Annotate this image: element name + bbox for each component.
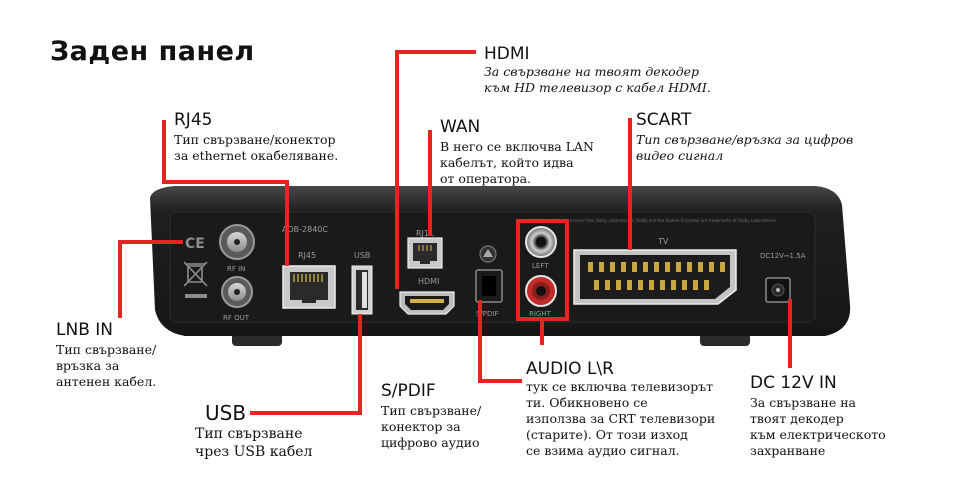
rca-left-port [525, 226, 557, 258]
rj45-port-label: RJ45 [298, 251, 316, 260]
hdmi-callout-desc-line: към HD телевизор с кабел HDMI. [484, 80, 711, 95]
spdif-callout-desc-line: конектор за [381, 419, 461, 434]
rj45-callout-desc-line: Тип свързване/конектор [174, 132, 336, 147]
audio-callout-desc-line: ти. Обикновено се [526, 395, 648, 410]
wan-callout-desc-line: кабелът, който идва [440, 155, 574, 170]
rj45-port [282, 265, 336, 309]
spdif-callout-title: S/PDIF [381, 381, 436, 401]
spdif-callout-desc-line: Тип свързване/ [381, 403, 482, 418]
wan-callout-desc-line: В него се включва LAN [440, 139, 594, 154]
scart-tv-label: TV [657, 237, 669, 246]
hdmi-callout: HDMI За свързване на твоят декодер към H… [484, 44, 711, 96]
rf-out-label: RF OUT [223, 314, 250, 322]
ce-mark: CE [185, 236, 205, 252]
lnb-callout-title: LNB IN [56, 320, 113, 340]
spdif-port-label: S/PDIF [476, 310, 499, 318]
dc-callout-title: DC 12V IN [750, 373, 837, 393]
hdmi-callout-title: HDMI [484, 44, 530, 64]
rj11-port-label: RJ11 [416, 229, 434, 238]
usb-callout: USB Тип свързване чрез USB кабел [195, 401, 312, 461]
dc-callout: DC 12V IN За свързване на твоят декодер … [750, 373, 886, 459]
scart-callout: SCART Тип свързване/връзка за цифров вид… [636, 110, 853, 164]
scart-port [573, 249, 737, 305]
dc-callout-desc-line: За свързване на [750, 395, 856, 410]
hdmi-port-label: HDMI [418, 277, 439, 286]
dc-rating-label: DC12V⎓1.5A [760, 252, 806, 260]
hdmi-callout-desc-line: За свързване на твоят декодер [484, 64, 700, 79]
dc-power-jack [765, 277, 791, 303]
model-label: ADB-2840C [282, 225, 328, 234]
page-title: Заден панел [50, 36, 255, 67]
scart-callout-desc-line: видео сигнал [636, 148, 724, 163]
optical-eye-icon [479, 245, 497, 263]
dc-callout-desc-line: твоят декодер [750, 411, 844, 426]
lnb-callout-desc-line: връзка за [56, 358, 120, 373]
usb-port [351, 265, 373, 315]
usb-callout-desc-line: Тип свързване [195, 426, 303, 442]
rca-left-label: LEFT [532, 262, 549, 270]
dolby-fineprint: Manufactured under license from Dolby La… [528, 218, 777, 223]
rf-out-connector [221, 276, 253, 308]
rj45-callout-desc-line: за ethernet окабеляване. [174, 148, 339, 163]
rf-in-connector [219, 224, 255, 260]
rj45-callout-title: RJ45 [174, 110, 213, 130]
spdif-callout: S/PDIF Тип свързване/ конектор за цифров… [381, 381, 481, 451]
audio-callout-desc-line: (старите). От този изход [526, 427, 688, 442]
audio-callout-desc-line: тук се включва телевизорът [526, 379, 714, 394]
usb-port-label: USB [354, 251, 370, 260]
wan-callout: WAN В него се включва LAN кабелът, който… [440, 117, 594, 187]
lnb-callout: LNB IN Тип свързване/ връзка за антенен … [56, 320, 156, 390]
dc-callout-desc-line: захранване [750, 443, 826, 458]
lnb-callout-desc-line: антенен кабел. [56, 374, 157, 389]
scart-callout-desc-line: Тип свързване/връзка за цифров [636, 132, 854, 147]
lnb-callout-desc-line: Тип свързване/ [56, 342, 157, 357]
rca-right-label: RIGHT [529, 310, 552, 318]
usb-callout-desc-line: чрез USB кабел [195, 444, 313, 460]
audio-callout: AUDIO L\R тук се включва телевизорът ти.… [526, 359, 715, 459]
wan-callout-title: WAN [440, 117, 481, 137]
rf-in-label: RF IN [227, 265, 245, 273]
audio-callout-desc-line: използва за CRT телевизори [526, 411, 716, 426]
wan-callout-desc-line: от оператора. [440, 171, 531, 186]
hdmi-port [399, 291, 455, 315]
audio-callout-desc-line: се взима аудио сигнал. [526, 443, 680, 458]
spdif-callout-desc-line: цифрово аудио [381, 435, 480, 450]
scart-callout-title: SCART [636, 110, 692, 130]
usb-callout-title: USB [205, 401, 247, 425]
audio-callout-title: AUDIO L\R [526, 359, 614, 379]
rca-right-port [525, 275, 557, 307]
weee-bar [185, 294, 207, 298]
dc-callout-desc-line: към електрическото [750, 427, 886, 442]
rj45-callout: RJ45 Тип свързване/конектор за ethernet … [174, 110, 338, 164]
spdif-port [475, 269, 503, 303]
device-top-edge [150, 186, 842, 212]
rj11-port [407, 237, 443, 269]
